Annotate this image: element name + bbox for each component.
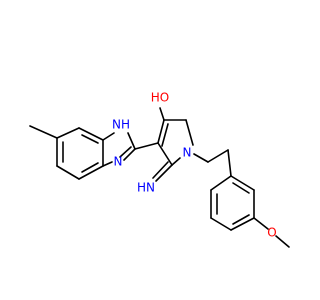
methoxy-oxygen-label: O (267, 226, 276, 240)
imidazole-nh-label: NH (112, 118, 130, 132)
molecule-structure: HO NH N N HN O (29, 90, 290, 248)
imidazole-n-label: N (114, 155, 123, 169)
imine-hn-label: HN (137, 181, 155, 195)
pyrroline-n-label: N (183, 146, 192, 160)
hydroxyl-label: HO (151, 91, 169, 105)
bonds (29, 107, 290, 248)
